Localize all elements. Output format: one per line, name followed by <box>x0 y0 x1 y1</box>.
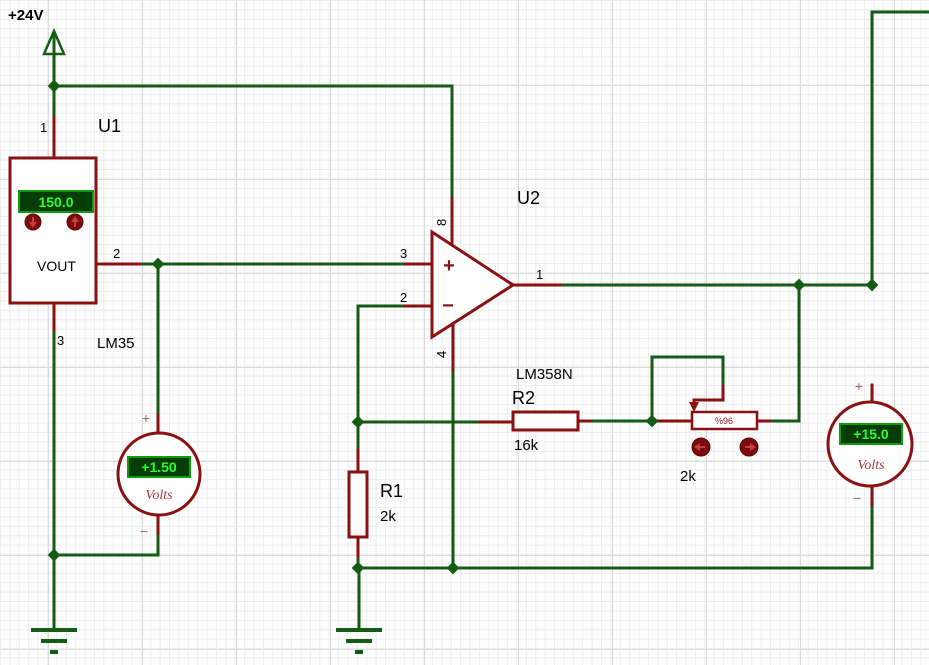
voltmeter-left-minus-mark: − <box>140 523 148 539</box>
u1-pin1-number: 1 <box>40 120 47 135</box>
voltmeter-right-reading: +15.0 <box>853 426 889 442</box>
lm35-display-value: 150.0 <box>38 194 73 210</box>
junction-dot <box>151 257 165 271</box>
u2-part-label: LM358N <box>516 366 573 383</box>
r2-ref-label: R2 <box>512 388 535 408</box>
r1-resistor[interactable] <box>347 470 369 539</box>
junction-dot <box>645 414 659 428</box>
r2-value-label: 16k <box>514 437 539 454</box>
pot-value-label: 2k <box>680 468 696 485</box>
junction-dot <box>47 548 61 562</box>
junction-dot <box>865 278 879 292</box>
voltmeter-right-display <box>839 423 903 445</box>
u2-pin3-number: 3 <box>400 246 407 261</box>
u2-inverting-mark: − <box>442 295 454 317</box>
voltmeter-left-plus-mark: + <box>142 410 150 426</box>
voltmeter-right-minus-mark: − <box>853 490 861 506</box>
u2-noninverting-mark: + <box>443 255 455 277</box>
junction-dot <box>351 415 365 429</box>
junction-dot <box>446 561 460 575</box>
left-arrow-icon <box>694 443 700 451</box>
voltmeter-left-unit: Volts <box>145 488 173 503</box>
u1-lm35-sensor[interactable]: 150.0 VOUT <box>8 156 98 305</box>
voltmeter-left-reading: +1.50 <box>141 459 177 475</box>
up-arrow-icon <box>71 216 79 222</box>
ground-symbol-left[interactable] <box>31 628 77 654</box>
voltmeter-right-unit: Volts <box>857 458 885 473</box>
u1-ref-label: U1 <box>98 116 121 136</box>
power-terminal-24v[interactable] <box>42 27 66 56</box>
lm35-display <box>18 190 94 213</box>
pot-body[interactable] <box>690 410 759 431</box>
u2-opamp[interactable]: + − <box>430 229 516 340</box>
u2-pin1-number: 1 <box>536 267 543 282</box>
junction-dot <box>47 79 61 93</box>
power-rail-label: +24V <box>8 7 43 24</box>
r2-resistor[interactable] <box>511 410 580 432</box>
wire-pot-feedback-loop[interactable] <box>650 355 725 423</box>
u2-pin4-number: 4 <box>434 351 449 358</box>
pot-wiper-position: %96 <box>715 416 733 426</box>
u2-pin2-number: 2 <box>400 290 407 305</box>
junction-dot <box>792 278 806 292</box>
u2-ref-label: U2 <box>517 188 540 208</box>
down-arrow-icon <box>29 222 37 228</box>
voltmeter-left[interactable]: +1.50 Volts <box>116 431 202 517</box>
u1-pin3-number: 3 <box>57 333 64 348</box>
voltmeter-right[interactable]: +15.0 Volts <box>826 400 914 488</box>
voltmeter-left-display <box>127 456 191 478</box>
voltmeter-right-plus-mark: + <box>855 378 863 394</box>
u1-pin2-number: 2 <box>113 246 120 261</box>
pin-pot-wiper[interactable] <box>692 384 725 406</box>
u1-part-label: LM35 <box>97 335 135 352</box>
u1-output-name: VOUT <box>37 258 76 274</box>
r1-ref-label: R1 <box>380 481 403 501</box>
ground-symbol-middle[interactable] <box>336 628 382 654</box>
u2-body[interactable] <box>430 229 516 340</box>
u2-pin8-number: 8 <box>434 219 449 226</box>
u1-body[interactable] <box>8 156 98 305</box>
potentiometer[interactable]: %96 <box>690 410 759 457</box>
junction-dot <box>351 561 365 575</box>
right-arrow-icon <box>750 443 756 451</box>
pot-wiper-arrowhead <box>689 402 699 412</box>
r1-value-label: 2k <box>380 508 396 525</box>
